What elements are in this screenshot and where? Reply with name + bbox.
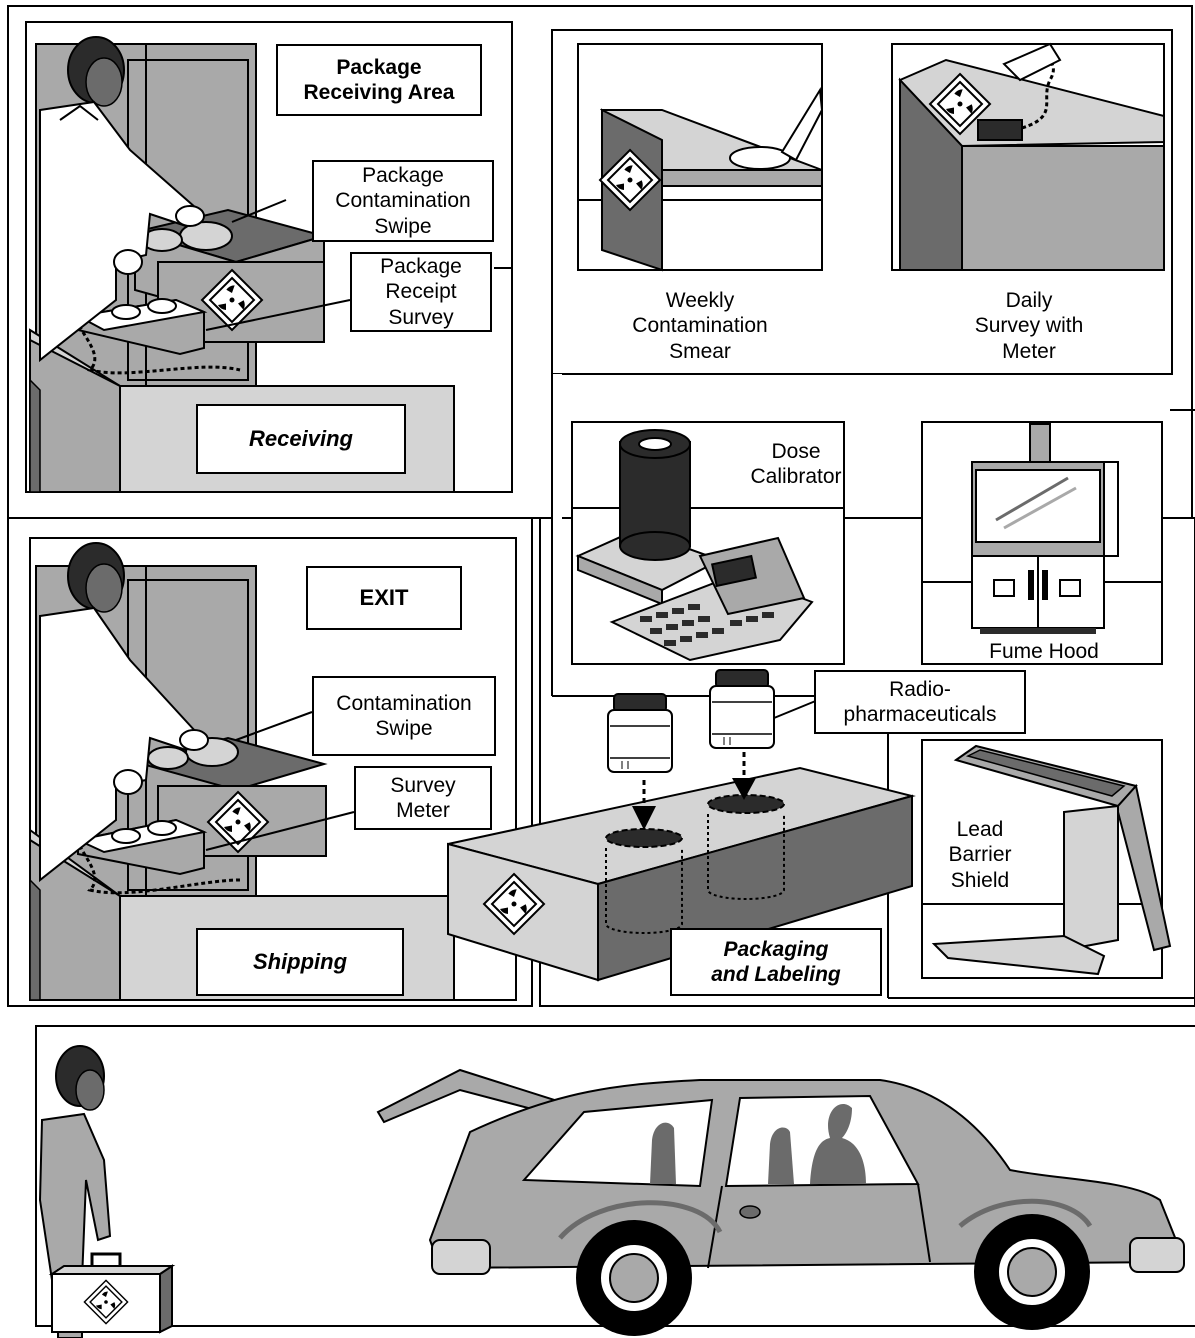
survey-meter-label: Survey Meter [354,766,492,830]
shipping-section-label: Shipping [196,928,404,996]
package-receipt-survey-label: Package Receipt Survey [350,252,492,332]
transport-panel [36,1026,1195,1338]
dose-calibrator-label: Dose Calibrator [752,436,840,492]
fume-hood-label: Fume Hood [958,638,1130,666]
weekly-contamination-smear-label: Weekly Contamination Smear [588,286,812,366]
lead-barrier-shield-label: Lead Barrier Shield [938,812,1022,898]
contamination-swipe-label: Contamination Swipe [312,676,496,756]
vial-icon-2 [710,670,774,748]
radiopharmaceuticals-label: Radio- pharmaceuticals [814,670,1026,734]
daily-survey-with-meter-label: Daily Survey with Meter [912,286,1146,366]
package-receiving-area-label: Package Receiving Area [276,44,482,116]
receiving-section-label: Receiving [196,404,406,474]
package-contamination-swipe-label: Package Contamination Swipe [312,160,494,242]
packaging-and-labeling-label: Packaging and Labeling [670,928,882,996]
exit-sign: EXIT [306,566,462,630]
vial-icon [608,694,672,772]
